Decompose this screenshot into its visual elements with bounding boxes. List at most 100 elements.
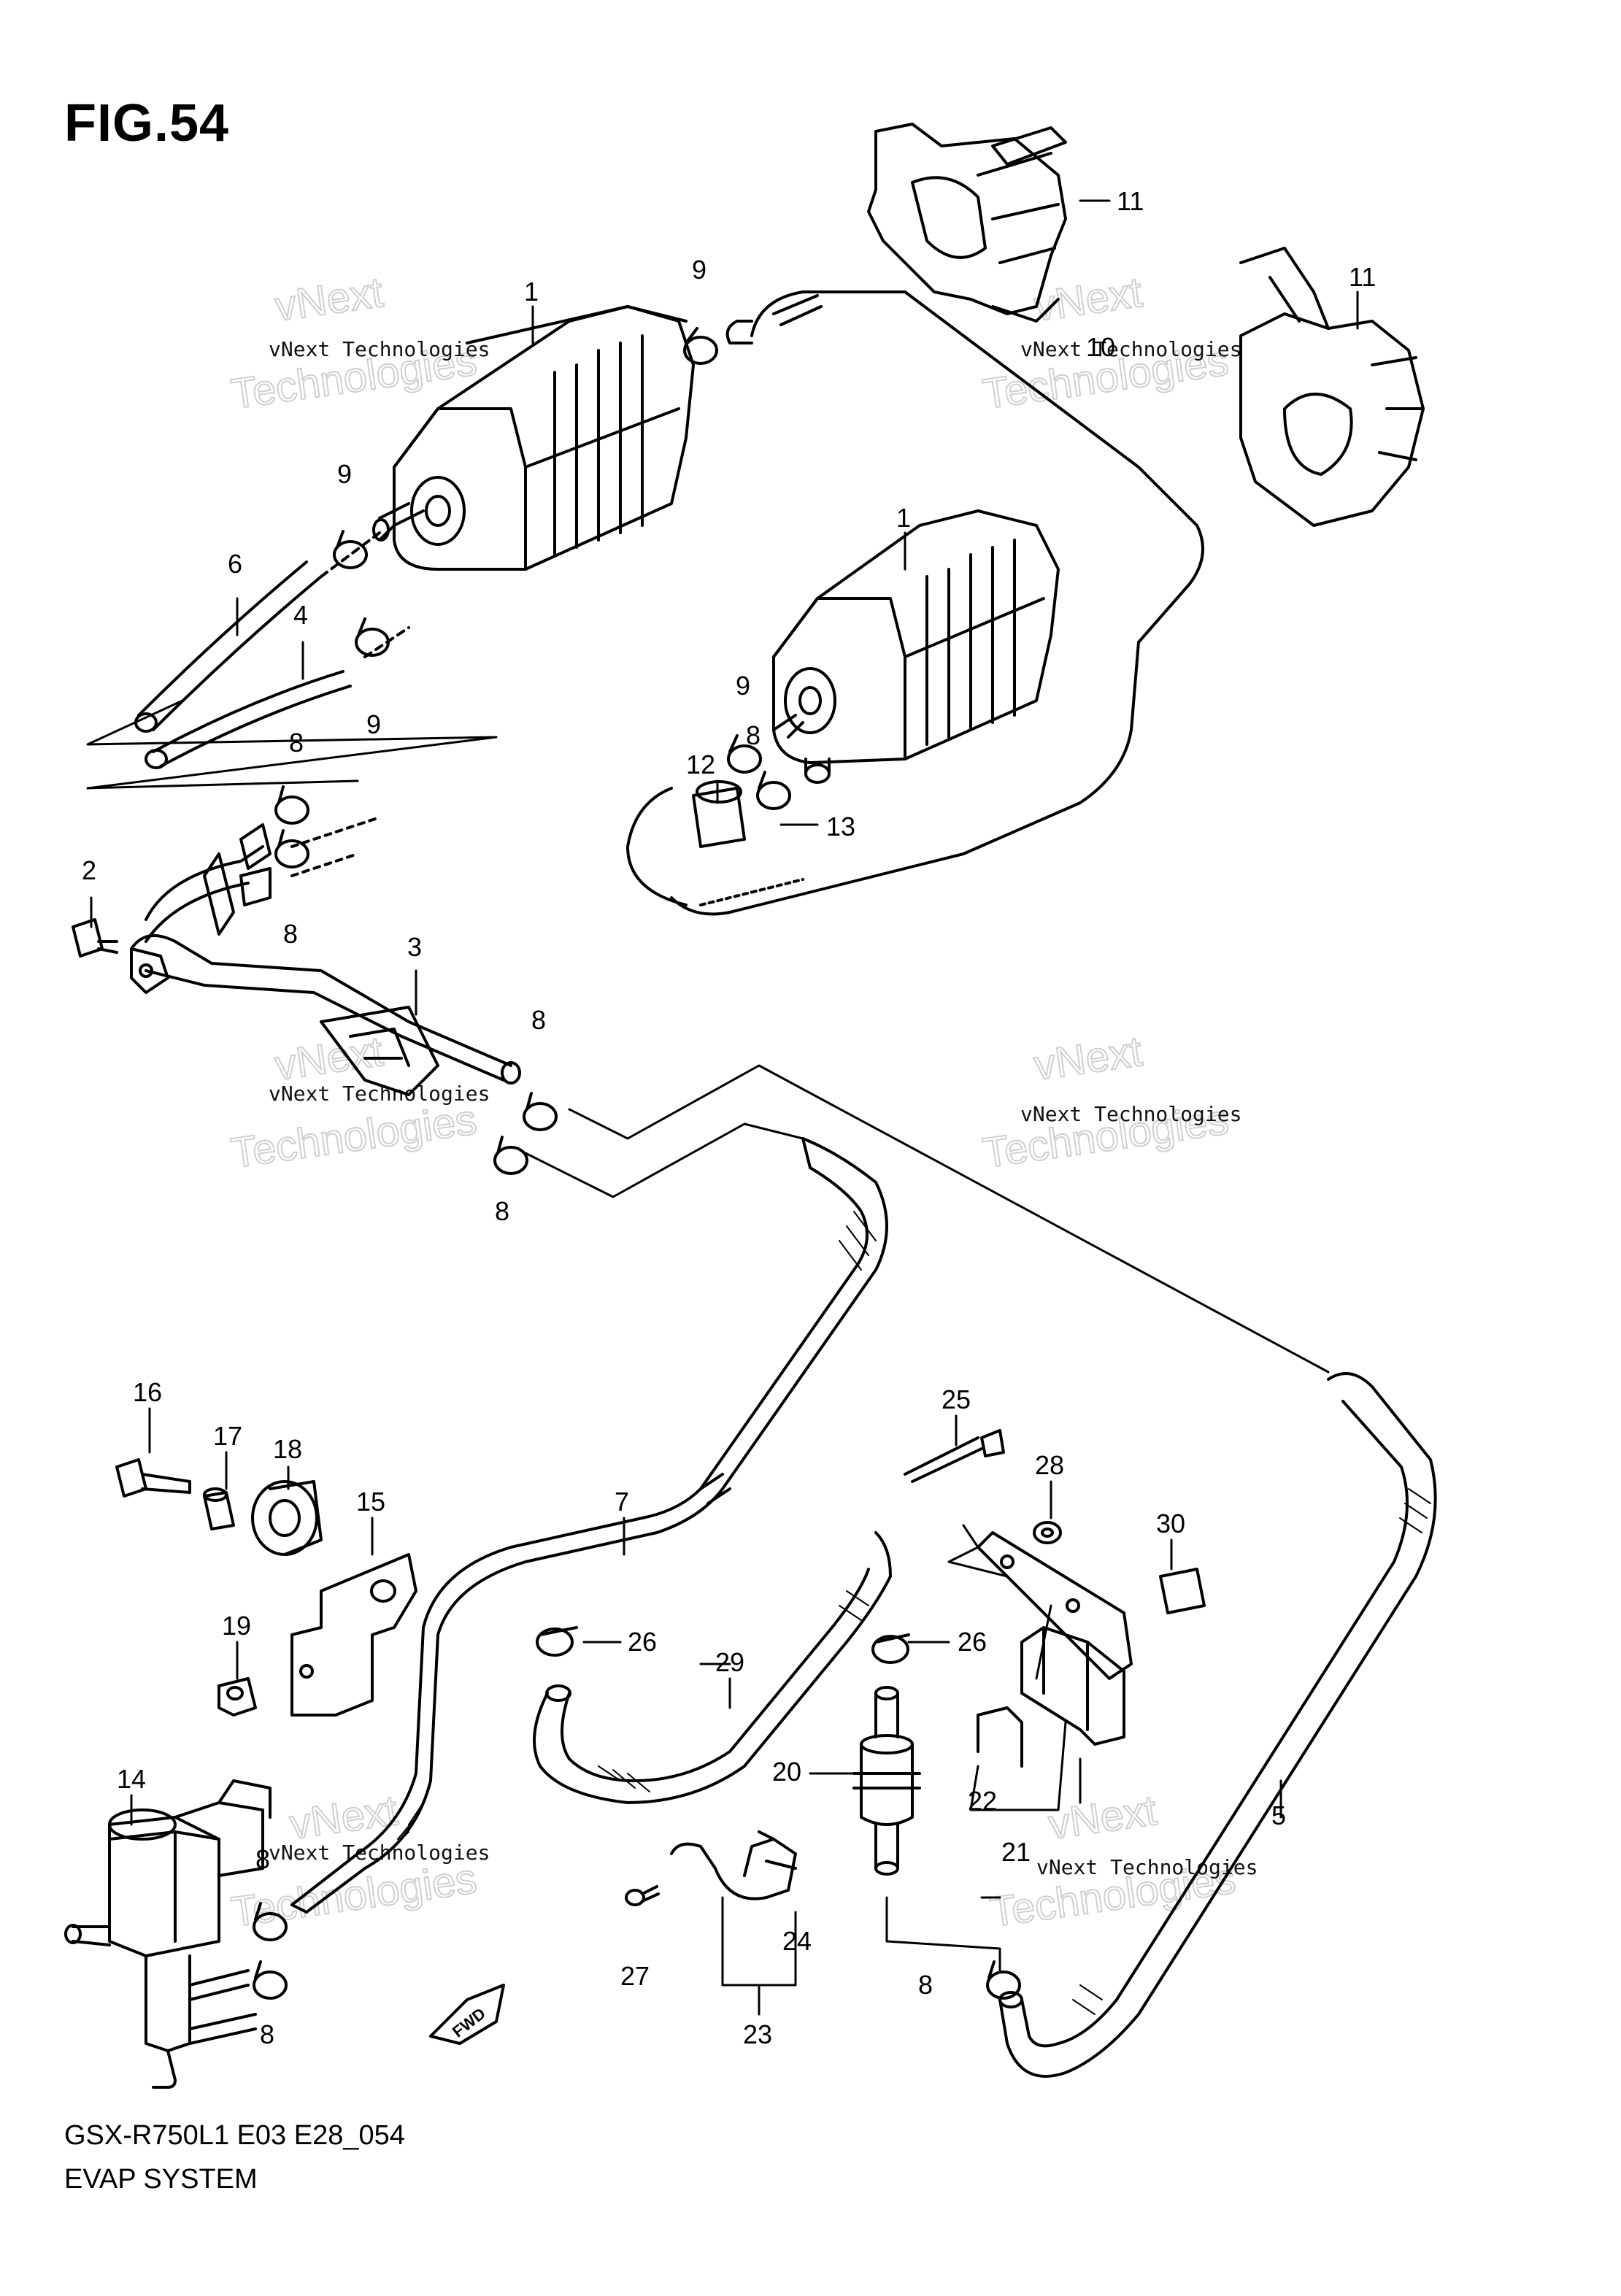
- clamp-26-right: [871, 1633, 910, 1664]
- clamp-9-canister-upper: [333, 530, 368, 569]
- svg-text:vNext Technologies: vNext Technologies: [1020, 337, 1241, 361]
- callout-2: 2: [82, 855, 96, 885]
- part-12-hose: [626, 780, 746, 906]
- callout-24: 24: [782, 1926, 812, 1956]
- callout-9-b: 9: [366, 709, 381, 739]
- callout-10: 10: [1086, 332, 1115, 362]
- callout-26-left: 26: [628, 1627, 657, 1657]
- svg-text:vNext: vNext: [1031, 269, 1145, 331]
- callout-3: 3: [407, 932, 422, 962]
- callout-18: 18: [273, 1434, 302, 1464]
- figure-code: GSX-R750L1 E03 E28_054: [64, 2120, 405, 2151]
- part-17-collar: [203, 1487, 235, 1530]
- callout-13: 13: [826, 812, 855, 841]
- svg-text:vNext: vNext: [1031, 1028, 1145, 1090]
- clamp-9-canister-lower: [355, 617, 390, 657]
- svg-text:vNext: vNext: [287, 1787, 401, 1849]
- callout-26-right: 26: [958, 1627, 987, 1657]
- figure-name: EVAP SYSTEM: [64, 2164, 258, 2195]
- callout-22: 22: [968, 1786, 997, 1816]
- callout-8-e: 8: [255, 1844, 270, 1874]
- part-5-hose: [998, 1372, 1437, 2078]
- callout-14: 14: [117, 1764, 146, 1794]
- part-22-clip: [977, 1706, 1023, 1768]
- callout-27: 27: [620, 1961, 650, 1991]
- clamp-26-left: [536, 1626, 578, 1657]
- callout-5: 5: [1271, 1800, 1286, 1830]
- part-27-screw: [625, 1885, 660, 1906]
- part-20-filter: [852, 1686, 921, 1876]
- callout-11-top: 11: [1117, 186, 1144, 216]
- part-19-nut: [217, 1677, 257, 1717]
- svg-text:vNext Technologies: vNext Technologies: [1020, 1102, 1241, 1126]
- part-3-pipe: [130, 816, 521, 1096]
- part-4-hose: [145, 670, 352, 769]
- callout-11-right: 11: [1349, 262, 1376, 292]
- svg-text:vNext Technologies: vNext Technologies: [269, 1841, 490, 1865]
- callout-8-f: 8: [260, 2019, 274, 2049]
- callout-25: 25: [942, 1384, 971, 1414]
- callout-23: 23: [743, 2019, 772, 2049]
- callout-16: 16: [133, 1377, 162, 1407]
- part-30-cushion: [1159, 1568, 1206, 1614]
- callout-17: 17: [213, 1421, 242, 1451]
- part-7-hose: [290, 1137, 888, 1914]
- callouts: 1 1 2 3 4 5 6 7 8 8 8 8 8 8 8 8 9 9 9 9 …: [82, 186, 1376, 2049]
- clamp-9-top: [683, 327, 718, 365]
- svg-text:Technologies: Technologies: [228, 1095, 480, 1176]
- part-11-bracket-right: [1239, 247, 1425, 527]
- clamp-9-lower-canister: [727, 734, 762, 774]
- clamp-8-b: [274, 829, 309, 868]
- part-21-bracket: [977, 1531, 1133, 1746]
- callout-8-g: 8: [918, 1970, 933, 2000]
- watermark-4: vNext Technologies vNext Technologies: [979, 1027, 1242, 1178]
- callout-8-h: 8: [746, 720, 761, 750]
- part-29-hose: [533, 1531, 892, 1804]
- callout-9-top: 9: [692, 255, 706, 285]
- callout-8-c: 8: [531, 1005, 546, 1035]
- part-25-rivet: [904, 1429, 1005, 1483]
- part-18-grommet: [251, 1480, 323, 1556]
- callout-9-a: 9: [337, 459, 352, 489]
- part-16-bolt: [115, 1458, 191, 1498]
- clamp-8-c: [523, 1092, 558, 1131]
- callout-30: 30: [1156, 1509, 1185, 1538]
- part-1-canister-lower: [772, 509, 1060, 784]
- part-11-bracket-top: [867, 123, 1067, 323]
- callout-6: 6: [228, 549, 242, 579]
- watermark-3: vNext Technologies vNext Technologies: [228, 1027, 490, 1178]
- callout-7: 7: [615, 1487, 629, 1517]
- part-24-clamp: [670, 1830, 797, 1900]
- callout-15: 15: [356, 1487, 385, 1517]
- callout-20: 20: [772, 1757, 801, 1787]
- callout-1-top: 1: [524, 277, 539, 307]
- svg-text:vNext: vNext: [1046, 1787, 1160, 1849]
- svg-text:vNext: vNext: [272, 269, 386, 331]
- part-6-hose: [134, 560, 323, 733]
- fwd-arrow-icon: [429, 1984, 505, 2045]
- clamp-8-d: [493, 1136, 528, 1175]
- callout-12: 12: [686, 750, 715, 779]
- part-14-solenoid: [64, 1779, 272, 2089]
- clamp-8-a: [274, 785, 309, 825]
- callout-8-b: 8: [283, 919, 298, 949]
- part-10-hose: [670, 290, 1204, 916]
- callout-8-a: 8: [289, 728, 304, 758]
- part-15-bracket: [290, 1553, 417, 1717]
- figure-title: FIG.54: [64, 94, 230, 153]
- part-2-bolt: [72, 918, 118, 958]
- callout-4: 4: [293, 600, 308, 630]
- callout-8-d: 8: [495, 1196, 509, 1226]
- callout-19: 19: [222, 1611, 251, 1641]
- clamp-8-solenoid-b: [253, 1960, 288, 2000]
- clamp-8-solenoid-a: [253, 1902, 288, 1941]
- svg-text:vNext Technologies: vNext Technologies: [1036, 1855, 1258, 1879]
- watermark-1: vNext Technologies vNext Technologies: [228, 268, 490, 419]
- part-28-washer: [1033, 1521, 1062, 1544]
- callout-29: 29: [715, 1647, 744, 1677]
- callout-28: 28: [1035, 1450, 1064, 1480]
- clamp-8-filter: [986, 1960, 1021, 2000]
- callout-1-lower: 1: [896, 503, 911, 533]
- callout-21: 21: [1001, 1837, 1031, 1867]
